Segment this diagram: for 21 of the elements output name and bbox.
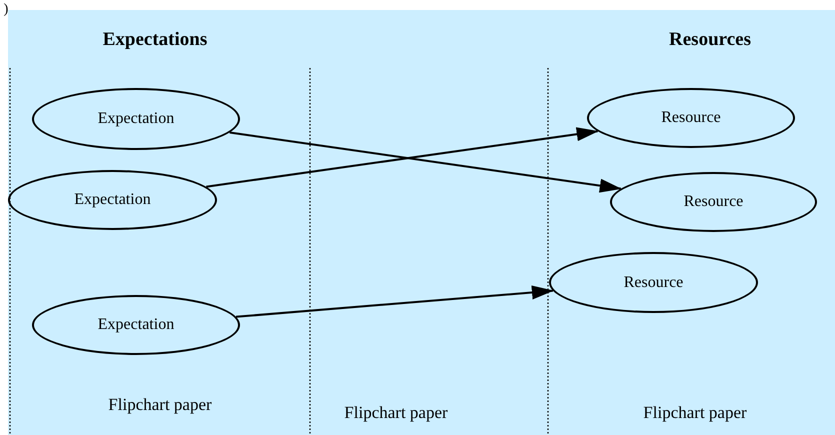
label: Flipchart paper: [108, 395, 212, 414]
arrow: [206, 127, 599, 188]
ellipse-node: [610, 172, 817, 232]
label: ): [4, 2, 8, 17]
node-label: Expectation: [98, 109, 174, 129]
ellipse-node: [587, 88, 795, 148]
arrow: [230, 131, 622, 193]
ellipse-node: [32, 88, 240, 150]
column-heading: Expectations: [102, 29, 208, 50]
node-label: Resource: [684, 192, 744, 212]
ellipse-node: [8, 170, 217, 230]
column-heading: Resources: [669, 29, 751, 50]
label: Flipchart paper: [643, 403, 747, 422]
ellipse-node: [549, 252, 758, 313]
node-label: Expectation: [74, 190, 151, 210]
node-label: Resource: [661, 108, 721, 128]
node-label: Expectation: [98, 315, 174, 335]
arrow: [236, 286, 554, 318]
ellipse-node: [32, 295, 240, 355]
node-label: Resource: [624, 272, 684, 292]
label: Flipchart paper: [344, 403, 448, 422]
